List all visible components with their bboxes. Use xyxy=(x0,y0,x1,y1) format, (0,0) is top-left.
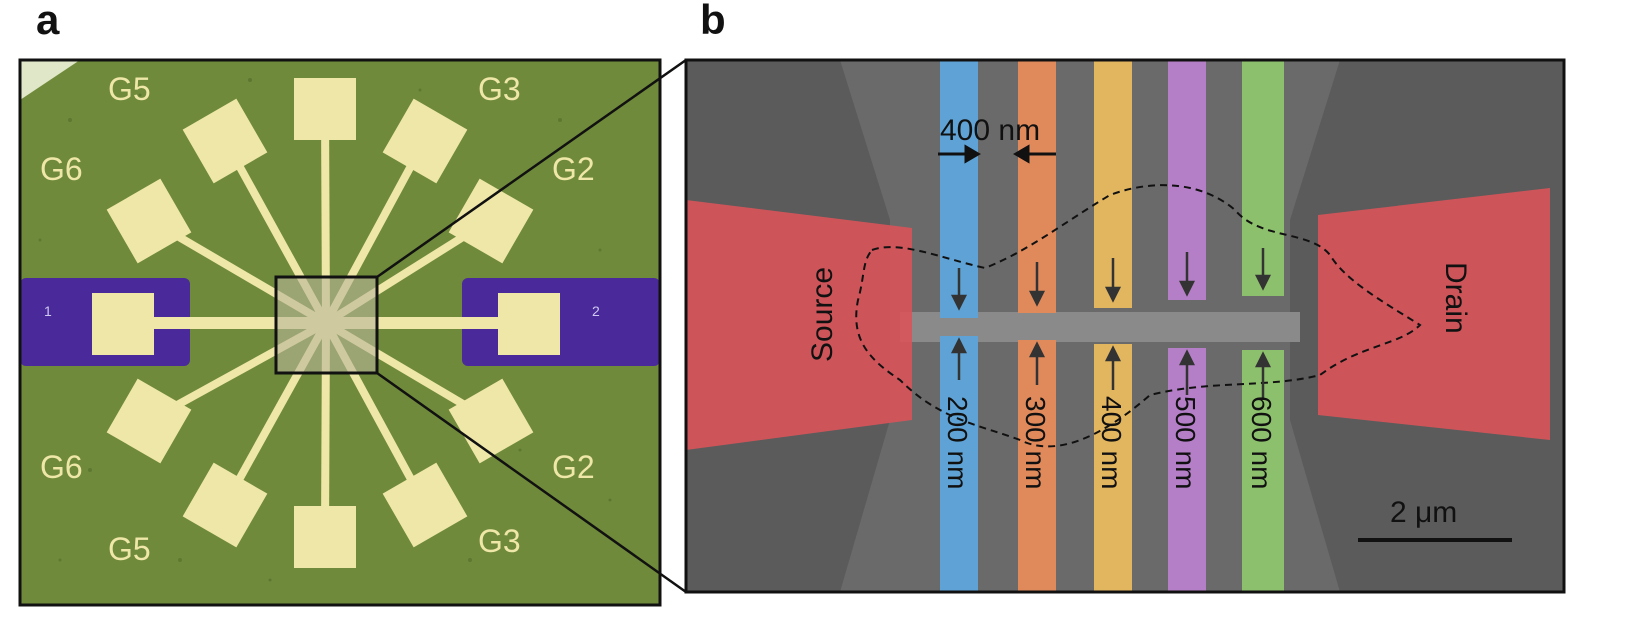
pad-left-upper xyxy=(106,178,192,264)
bonding-pads xyxy=(92,78,560,568)
gap-label-5: 600 nm xyxy=(1246,396,1277,489)
source-contact xyxy=(686,200,912,450)
pad-upper-left xyxy=(182,98,268,184)
pad-bottom xyxy=(294,506,356,568)
panel-a-frame xyxy=(18,58,662,607)
pad-left xyxy=(92,293,154,355)
label-g2-lower: G2 xyxy=(552,449,595,485)
gap-label-4: 500 nm xyxy=(1170,396,1201,489)
pad-left-lower xyxy=(106,378,192,464)
gate-labels: G5 G6 G6 G5 G3 G2 G2 G3 xyxy=(40,71,595,567)
width-annotation xyxy=(938,144,1056,164)
pad-right xyxy=(498,293,560,355)
pad-right-upper xyxy=(448,178,534,264)
scale-bar-label: 2 μm xyxy=(1390,496,1457,529)
pad-lower-right xyxy=(382,462,468,548)
zoom-box xyxy=(274,275,379,375)
panel-a-chip: G5 G6 G6 G5 G3 G2 G2 G3 1 2 xyxy=(18,58,662,607)
gap-labels: 200 nm 300 nm 400 nm 500 nm 600 nm xyxy=(942,396,1277,489)
pad-lower-left xyxy=(182,462,268,548)
label-g6-lower: G6 xyxy=(40,449,83,485)
label-g3-bottom: G3 xyxy=(478,523,521,559)
label-g6-upper: G6 xyxy=(40,151,83,187)
gap-label-1: 200 nm xyxy=(942,396,973,489)
label-g3-top: G3 xyxy=(478,71,521,107)
panel-b-sem: 400 nm 200 nm 300 nm 400 nm 500 nm 600 n… xyxy=(684,58,1566,594)
pad-top xyxy=(294,78,356,140)
panel-a-letter: a xyxy=(36,0,60,43)
source-label: Source xyxy=(806,267,839,362)
gap-label-2: 300 nm xyxy=(1020,396,1051,489)
gap-label-3: 400 nm xyxy=(1096,396,1127,489)
gap-arrows xyxy=(950,248,1272,400)
drain-label: Drain xyxy=(1439,262,1472,334)
contact-label-1: 1 xyxy=(44,303,52,319)
drain-contact xyxy=(1318,188,1550,440)
panel-b-letter: b xyxy=(700,0,726,43)
flake-outline xyxy=(855,184,1422,448)
label-g5-top: G5 xyxy=(108,71,151,107)
width-label: 400 nm xyxy=(940,114,1040,147)
contact-label-2: 2 xyxy=(592,303,600,319)
gate-fingers xyxy=(940,60,1284,592)
zoom-line-top xyxy=(376,58,687,279)
zoom-line-bottom xyxy=(376,371,687,594)
pad-right-lower xyxy=(448,378,534,464)
chip-speckles xyxy=(38,78,612,582)
chip-corner xyxy=(20,60,80,100)
panel-b-frame xyxy=(684,58,1566,594)
pad-upper-right xyxy=(382,98,468,184)
label-g5-bottom: G5 xyxy=(108,531,151,567)
label-g2-upper: G2 xyxy=(552,151,595,187)
